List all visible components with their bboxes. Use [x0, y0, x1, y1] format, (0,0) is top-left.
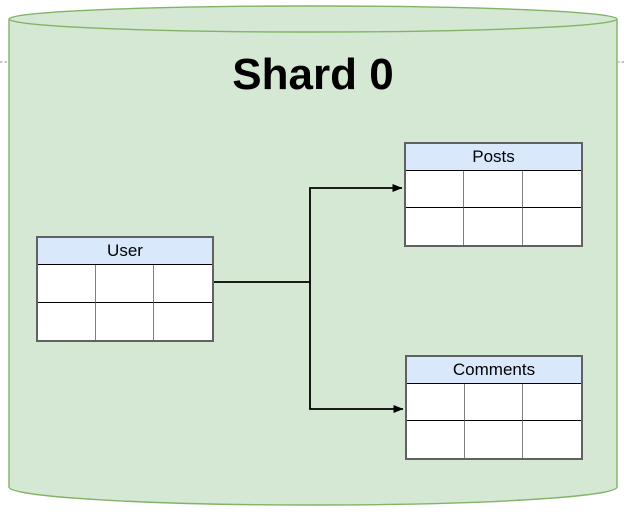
table-cell: [464, 208, 523, 245]
table-cell: [407, 384, 465, 421]
connector-user-comments[interactable]: [309, 282, 404, 413]
table-cell: [465, 421, 523, 458]
connector-user-posts[interactable]: [309, 184, 403, 282]
table-cell: [407, 421, 465, 458]
table-posts-body: [406, 171, 581, 245]
table-cell: [406, 208, 465, 245]
table-cell: [96, 302, 154, 340]
table-user-header: User: [38, 238, 212, 265]
table-cell: [523, 421, 581, 458]
cylinder-rim-arc: [8, 18, 618, 33]
table-cell: [154, 265, 212, 303]
table-cell: [38, 265, 96, 303]
table-comments-body: [407, 384, 581, 458]
table-user[interactable]: User: [36, 236, 214, 342]
table-cell: [523, 384, 581, 421]
table-posts-header: Posts: [406, 144, 581, 171]
table-cell: [38, 302, 96, 340]
table-cell: [154, 302, 212, 340]
table-comments[interactable]: Comments: [405, 355, 583, 460]
table-cell: [464, 171, 523, 208]
table-cell: [465, 384, 523, 421]
table-posts[interactable]: Posts: [404, 142, 583, 247]
table-comments-header: Comments: [407, 357, 581, 384]
table-cell: [522, 171, 581, 208]
shard-title: Shard 0: [232, 50, 394, 99]
table-user-body: [38, 265, 212, 340]
table-cell: [522, 208, 581, 245]
table-cell: [96, 265, 154, 303]
table-cell: [406, 171, 465, 208]
